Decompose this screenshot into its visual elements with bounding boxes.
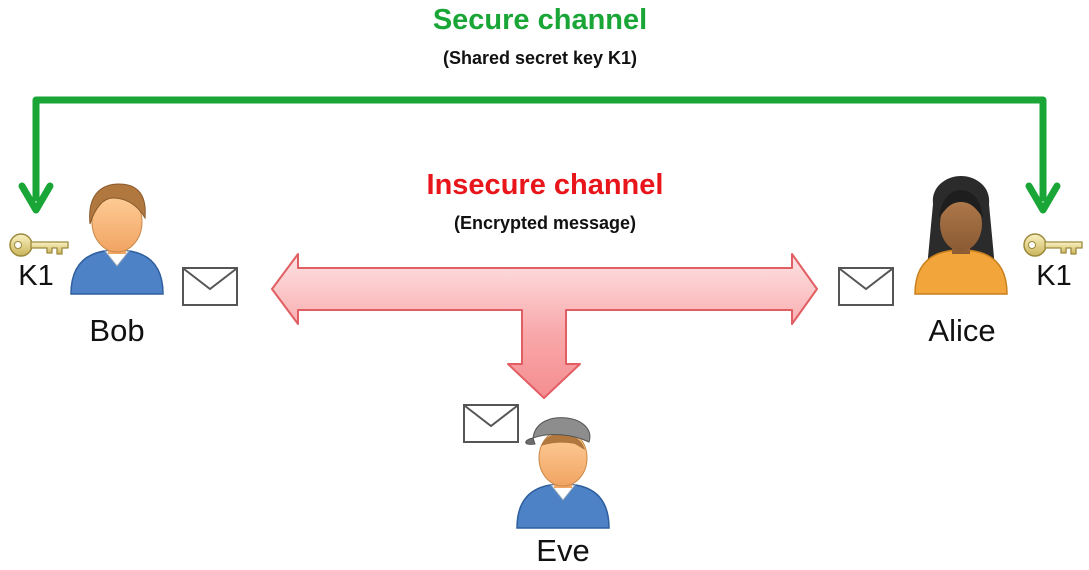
alice-key-label: K1 (1036, 260, 1072, 292)
insecure-channel-title: Insecure channel (426, 169, 664, 201)
secure-arrowhead-left (18, 182, 54, 214)
secure-channel-subtitle: (Shared secret key K1) (442, 48, 638, 68)
envelope-icon (838, 267, 894, 306)
alice-person-icon (914, 176, 1008, 295)
alice-name: Alice (928, 313, 996, 348)
secure-arrowhead-right (1025, 182, 1061, 214)
secure-channel-title: Secure channel (432, 4, 648, 36)
bob-key-label: K1 (18, 260, 54, 292)
eve-person-icon (516, 417, 610, 529)
secure-channel-path (18, 96, 1061, 214)
envelope-icon (182, 267, 238, 306)
envelope-icon (463, 404, 519, 443)
key-icon (1023, 233, 1083, 257)
eve-name: Eve (536, 533, 590, 568)
insecure-channel-subtitle: (Encrypted message) (453, 213, 637, 233)
insecure-channel-arrow (271, 253, 818, 399)
bob-name: Bob (89, 313, 145, 348)
bob-person-icon (70, 183, 164, 295)
key-icon (9, 233, 69, 257)
